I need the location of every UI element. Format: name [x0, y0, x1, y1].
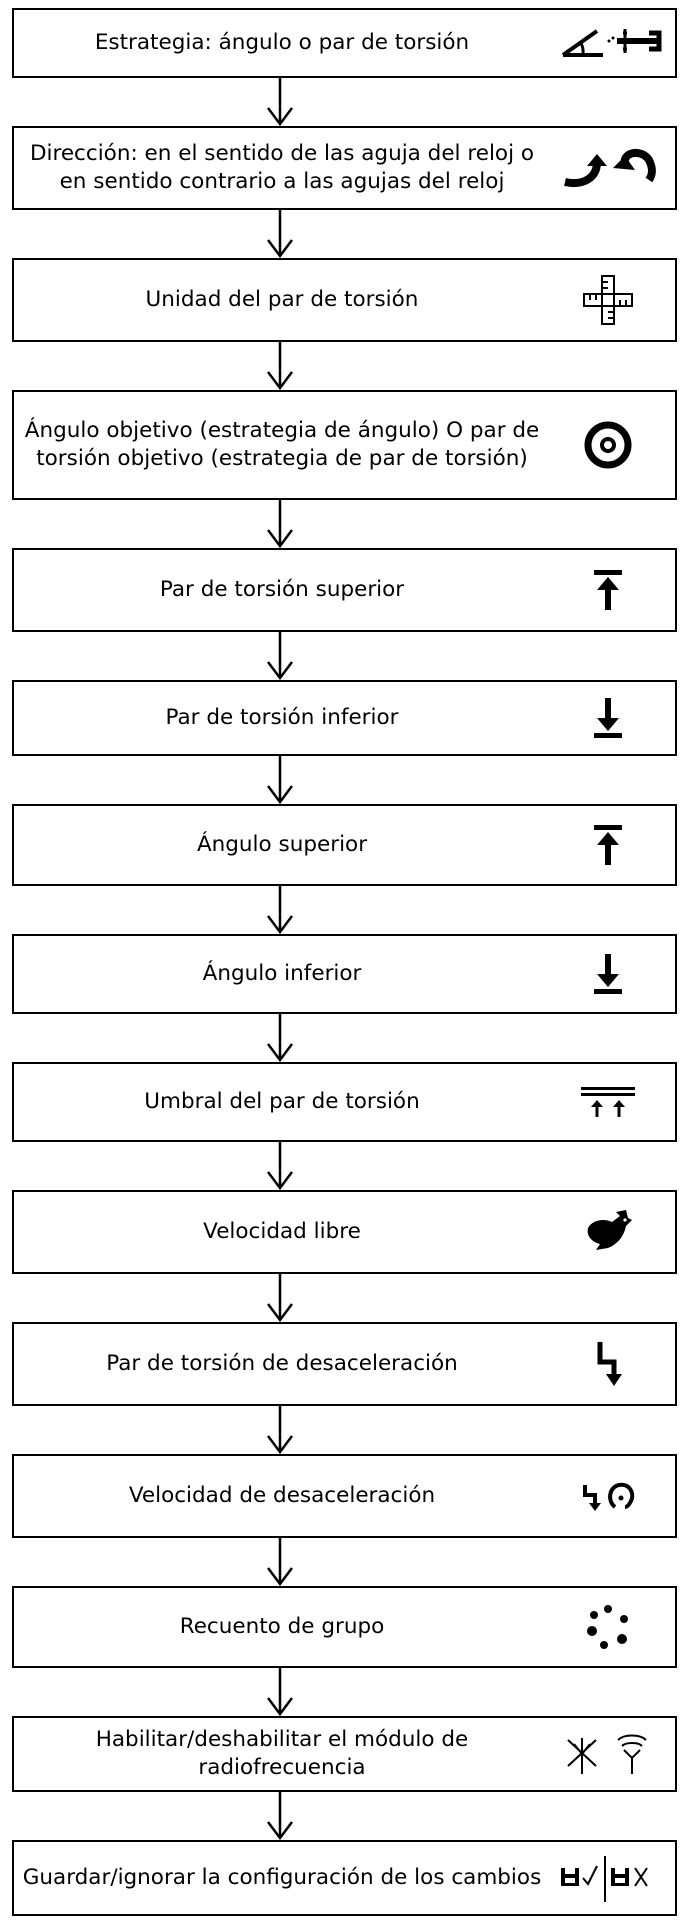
flow-arrow — [267, 1406, 293, 1454]
flow-step-lower-angle: Ángulo inferior — [12, 934, 677, 1014]
flow-arrow — [267, 756, 293, 804]
flow-arrow — [267, 886, 293, 934]
target-icon — [550, 392, 665, 498]
threshold-icon — [550, 1064, 665, 1140]
step-label: Recuento de grupo — [179, 1614, 385, 1639]
step-label: Unidad del par de torsión — [145, 287, 419, 312]
step-label: Estrategia: ángulo o par de torsión — [94, 30, 470, 55]
batch-count-icon — [550, 1588, 665, 1666]
downshift-speed-icon — [550, 1456, 665, 1536]
flow-arrow — [267, 500, 293, 548]
flow-step-downshift-torque: Par de torsión de desaceleración — [12, 1322, 677, 1406]
upper-limit-icon — [550, 550, 665, 630]
step-label: Umbral del par de torsión — [144, 1089, 420, 1114]
upper-limit-icon — [550, 806, 665, 884]
step-label: Par de torsión de desaceleración — [106, 1351, 458, 1376]
save-discard-icon — [550, 1842, 665, 1914]
rabbit-icon — [550, 1192, 665, 1272]
flow-step-batch-count: Recuento de grupo — [12, 1586, 677, 1668]
flow-step-save-discard: Guardar/ignorar la configuración de los … — [12, 1840, 677, 1916]
flow-step-upper-angle: Ángulo superior — [12, 804, 677, 886]
radio-module-icon — [550, 1718, 665, 1790]
step-label: Guardar/ignorar la configuración de los … — [22, 1865, 542, 1890]
step-label: Ángulo objetivo (estrategia de ángulo) O… — [24, 418, 540, 471]
torque-unit-icon — [550, 260, 665, 340]
flow-arrow — [267, 1538, 293, 1586]
step-label: Par de torsión inferior — [165, 705, 399, 730]
step-label: Ángulo superior — [196, 832, 368, 857]
flow-step-target: Ángulo objetivo (estrategia de ángulo) O… — [12, 390, 677, 500]
flow-arrow — [267, 342, 293, 390]
flow-step-strategy: Estrategia: ángulo o par de torsión — [12, 8, 677, 78]
step-label: Dirección: en el sentido de las aguja de… — [29, 141, 535, 194]
step-label: Velocidad libre — [203, 1219, 361, 1244]
lower-limit-icon — [550, 682, 665, 754]
clockwise-counterclockwise-icon — [550, 128, 665, 208]
flow-arrow — [267, 78, 293, 126]
step-label: Par de torsión superior — [159, 577, 405, 602]
lower-limit-icon — [550, 936, 665, 1012]
downshift-torque-icon — [550, 1324, 665, 1404]
flow-step-free-speed: Velocidad libre — [12, 1190, 677, 1274]
step-label: Habilitar/deshabilitar el módulo de radi… — [95, 1727, 469, 1780]
flow-step-torque-unit: Unidad del par de torsión — [12, 258, 677, 342]
step-label: Velocidad de desaceleración — [128, 1483, 436, 1508]
flow-step-radio-module: Habilitar/deshabilitar el módulo de radi… — [12, 1716, 677, 1792]
flow-arrow — [267, 1668, 293, 1716]
flow-arrow — [267, 210, 293, 258]
flow-arrow — [267, 632, 293, 680]
flow-step-upper-torque: Par de torsión superior — [12, 548, 677, 632]
flow-step-direction: Dirección: en el sentido de las aguja de… — [12, 126, 677, 210]
flow-arrow — [267, 1274, 293, 1322]
flow-arrow — [267, 1142, 293, 1190]
flow-step-threshold: Umbral del par de torsión — [12, 1062, 677, 1142]
flow-step-downshift-speed: Velocidad de desaceleración — [12, 1454, 677, 1538]
step-label: Ángulo inferior — [202, 961, 362, 986]
flow-arrow — [267, 1014, 293, 1062]
flow-arrow — [267, 1792, 293, 1840]
flow-step-lower-torque: Par de torsión inferior — [12, 680, 677, 756]
angle-torque-strategy-icon — [550, 10, 665, 76]
